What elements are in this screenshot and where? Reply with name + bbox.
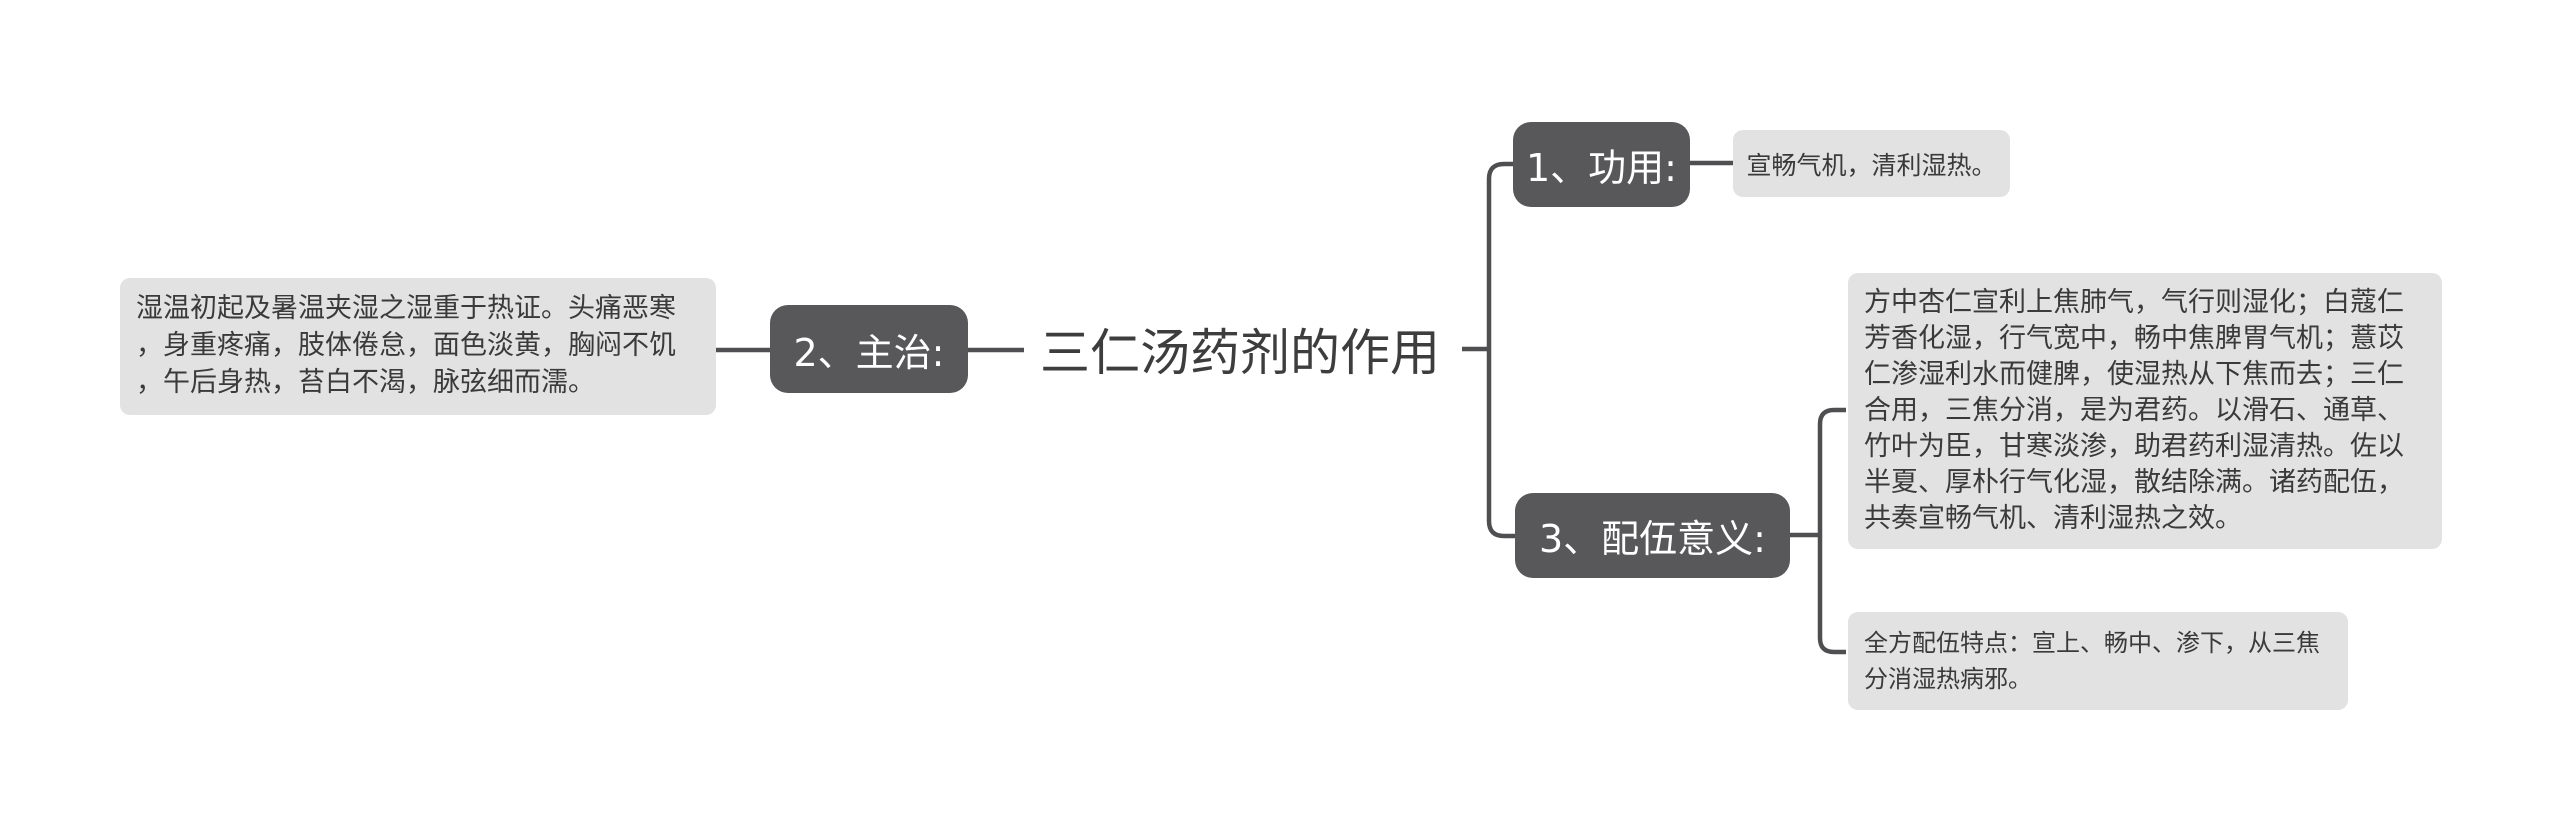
root-topic: 三仁汤药剂的作用	[1040, 324, 1440, 382]
connector-peiwu-bracket	[1817, 407, 1846, 655]
branch-node-peiwu: 3、配伍意义:	[1515, 493, 1790, 578]
branch-node-gongyong: 1、功用:	[1513, 122, 1690, 207]
leaf-peiwu-detail-summary: 全方配伍特点：宣上、畅中、渗下，从三焦分消湿热病邪。	[1848, 612, 2348, 710]
branch-node-zhuzhi: 2、主治:	[770, 305, 968, 393]
leaf-gongyong-detail: 宣畅气机，清利湿热。	[1733, 130, 2010, 197]
connector-trunk	[1486, 161, 1515, 539]
leaf-peiwu-detail-main: 方中杏仁宣利上焦肺气，气行则湿化；白蔻仁芳香化湿，行气宽中，畅中焦脾胃气机；薏苡…	[1848, 273, 2442, 549]
leaf-zhuzhi-detail: 湿温初起及暑温夹湿之湿重于热证。头痛恶寒，身重疼痛，肢体倦怠，面色淡黄，胸闷不饥…	[120, 278, 716, 415]
